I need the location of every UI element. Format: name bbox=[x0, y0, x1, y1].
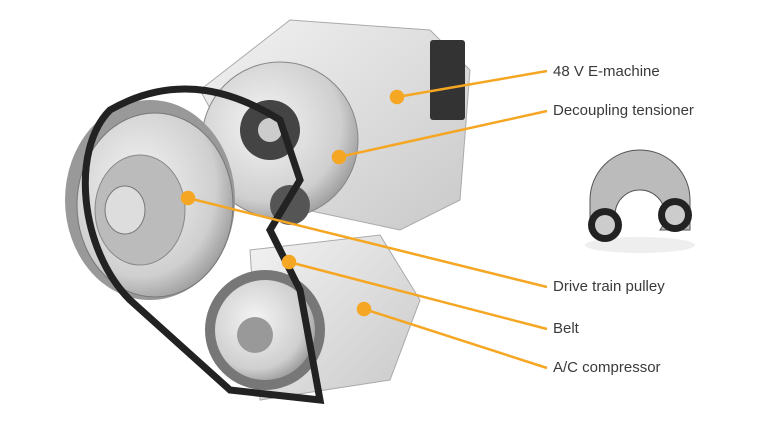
label-ac-compressor: A/C compressor bbox=[553, 359, 661, 376]
label-drive-train-pulley: Drive train pulley bbox=[553, 278, 665, 295]
leader-line-tensioner bbox=[338, 109, 548, 159]
marker-dot-tensioner bbox=[331, 149, 347, 165]
label-belt: Belt bbox=[553, 320, 579, 337]
e-machine-body bbox=[199, 19, 471, 231]
leader-line-e-machine bbox=[396, 69, 548, 99]
leader-line-belt bbox=[288, 260, 548, 331]
drive-train-pulley bbox=[65, 100, 235, 300]
marker-dot-compressor bbox=[356, 301, 372, 317]
leader-line-compressor bbox=[363, 307, 548, 370]
decoupling-tensioner-image bbox=[585, 149, 695, 253]
marker-dot-belt bbox=[281, 254, 297, 270]
label-e-machine: 48 V E-machine bbox=[553, 63, 660, 80]
belt bbox=[81, 85, 325, 404]
marker-dot-e-machine bbox=[389, 89, 405, 105]
label-decoupling-tensioner: Decoupling tensioner bbox=[553, 102, 694, 119]
marker-dot-pulley bbox=[180, 190, 196, 206]
leader-line-pulley bbox=[187, 196, 548, 289]
